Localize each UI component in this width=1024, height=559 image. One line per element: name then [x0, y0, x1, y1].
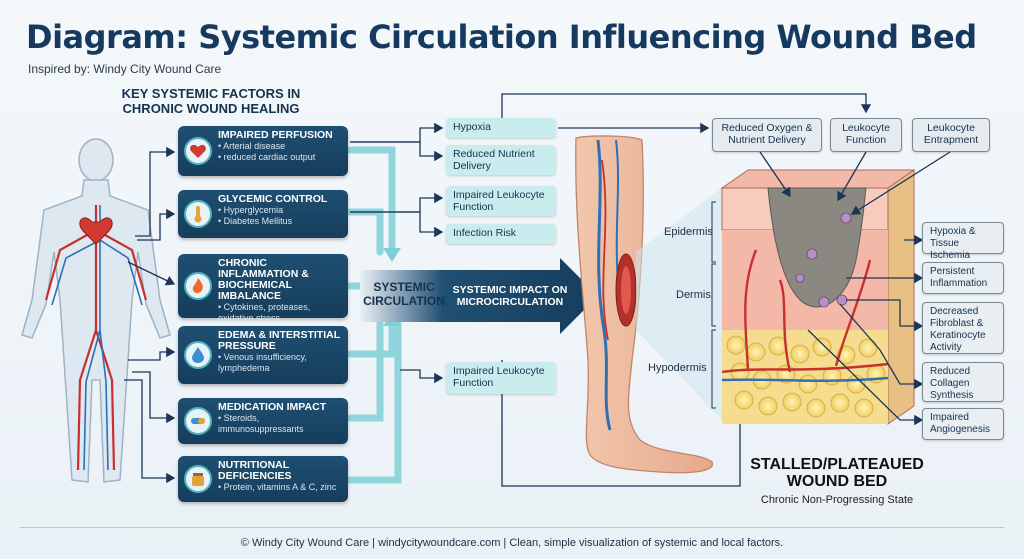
footer-text: © Windy City Wound Care | windycitywound…	[240, 537, 784, 549]
page-subtitle: Inspired by: Windy City Wound Care	[28, 62, 222, 76]
factor-nutritional: NUTRITIONAL DEFICIENCIES • Protein, vita…	[178, 456, 348, 502]
supplement-jar-icon	[184, 465, 212, 493]
outcome-persistent-inflammation: Persistent Inflammation	[922, 262, 1004, 294]
factor-glycemic-control: GLYCEMIC CONTROL • Hyperglycemia • Diabe…	[178, 190, 348, 238]
effect-impaired-leukocyte-2: Impaired Leukocyte Function	[446, 362, 556, 394]
factor-chronic-inflammation: CHRONIC INFLAMMATION & BIOCHEMICAL IMBAL…	[178, 254, 348, 323]
factor-detail: immunosuppressants	[218, 424, 304, 434]
factor-name: EDEMA & INTERSTITIAL PRESSURE	[218, 329, 340, 352]
tissue-cross-section	[720, 169, 916, 425]
box-leukocyte-entrapment: Leukocyte Entrapment	[912, 118, 990, 152]
factor-edema: EDEMA & INTERSTITIAL PRESSURE • Venous i…	[178, 326, 348, 384]
outcome-decreased-fibroblast: Decreased Fibroblast & Keratinocyte Acti…	[922, 302, 1004, 354]
factor-detail: • reduced cardiac output	[218, 152, 316, 162]
flame-icon	[184, 272, 212, 300]
factor-name: NUTRITIONAL DEFICIENCIES	[218, 459, 292, 482]
footer-divider	[20, 527, 1004, 528]
outcome-reduced-collagen: Reduced Collagen Synthesis	[922, 362, 1004, 402]
effect-infection-risk: Infection Risk	[446, 224, 556, 244]
factor-detail: • Diabetes Mellitus	[218, 216, 293, 226]
outcome-hypoxia-ischemia: Hypoxia & Tissue Ischemia	[922, 222, 1004, 261]
water-drop-icon	[184, 341, 212, 369]
factor-detail: • Steroids,	[218, 413, 260, 423]
factor-impaired-perfusion: IMPAIRED PERFUSION • Arterial disease • …	[178, 126, 348, 176]
outcome-impaired-angiogenesis: Impaired Angiogenesis	[922, 408, 1004, 440]
layer-dermis-label: Dermis	[676, 289, 711, 301]
box-leukocyte-function: Leukocyte Function	[830, 118, 902, 152]
factor-detail: lymphedema	[218, 363, 270, 373]
factor-detail: • Protein, vitamins A & C, zinc	[218, 482, 337, 492]
systemic-circulation-label: SYSTEMIC CIRCULATION	[363, 280, 445, 308]
factor-detail: • Cytokines, proteases,	[218, 302, 311, 312]
page-title: Diagram: Systemic Circulation Influencin…	[26, 18, 977, 56]
layer-hypodermis-label: Hypodermis	[648, 362, 707, 374]
factor-name: MEDICATION IMPACT	[218, 401, 327, 413]
wound-bed-title: STALLED/PLATEAUED WOUND BED	[750, 456, 924, 490]
heart-icon	[184, 137, 212, 165]
factor-medication: MEDICATION IMPACT • Steroids, immunosupp…	[178, 398, 348, 444]
effect-hypoxia: Hypoxia	[446, 118, 556, 138]
factor-detail: • Venous insufficiency,	[218, 352, 307, 362]
leg-illustration	[575, 135, 713, 474]
factor-detail: • Hyperglycemia	[218, 205, 284, 215]
thermometer-icon	[184, 200, 212, 228]
factor-detail: • Arterial disease	[218, 141, 286, 151]
microcirculation-arrow-label: SYSTEMIC IMPACT ON MICROCIRCULATION	[452, 284, 568, 308]
human-body-figure	[21, 138, 171, 483]
wound-bed-subtitle: Chronic Non-Progressing State	[760, 494, 914, 506]
factor-name: CHRONIC INFLAMMATION & BIOCHEMICAL IMBAL…	[218, 257, 309, 302]
layer-epidermis-label: Epidermis	[664, 226, 713, 238]
factor-detail: oxidative stress	[218, 313, 281, 323]
microcirculation-arrow	[360, 258, 598, 334]
pill-icon	[184, 407, 212, 435]
effect-impaired-leukocyte: Impaired Leukocyte Function	[446, 186, 556, 216]
box-reduced-oxygen: Reduced Oxygen & Nutrient Delivery	[712, 118, 822, 152]
factors-heading: KEY SYSTEMIC FACTORS IN CHRONIC WOUND HE…	[121, 86, 301, 116]
factor-name: IMPAIRED PERFUSION	[218, 129, 333, 141]
factor-name: GLYCEMIC CONTROL	[218, 193, 328, 205]
effect-reduced-nutrient: Reduced Nutrient Delivery	[446, 145, 556, 175]
